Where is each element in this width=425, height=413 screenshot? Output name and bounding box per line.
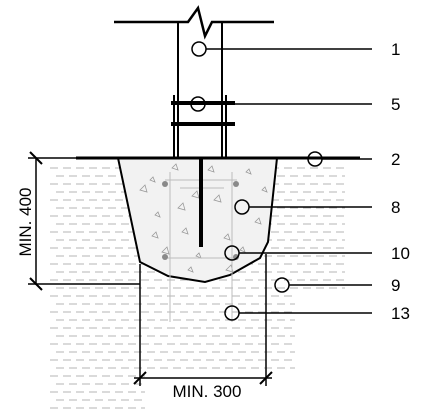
depth-dimension-label: MIN. 400 (16, 188, 35, 257)
callout-1: 1 (191, 40, 400, 59)
aggregate-mark (171, 163, 179, 171)
callout-label: 2 (391, 150, 400, 169)
concrete-aggregate (139, 163, 268, 273)
callout-2: 2 (307, 150, 400, 169)
aggregate-mark (195, 252, 202, 259)
callout-5: 5 (190, 95, 400, 114)
aggregate-mark (154, 211, 161, 218)
rebar-dot (233, 254, 239, 260)
aggregate-mark (207, 165, 215, 173)
rebar-dot (162, 181, 168, 187)
width-dimension-label: MIN. 300 (173, 382, 242, 401)
aggregate-mark (151, 231, 159, 239)
callout-8: 8 (234, 198, 400, 217)
callout-label: 1 (391, 40, 400, 59)
aggregate-mark (261, 186, 268, 193)
aggregate-mark (177, 202, 186, 211)
callout-label: 13 (391, 304, 410, 323)
aggregate-mark (149, 176, 156, 183)
rebar-dot (162, 254, 168, 260)
post-break-line (114, 5, 274, 40)
callout-label: 8 (391, 198, 400, 217)
depth-dimension (28, 151, 140, 291)
callout-13: 13 (224, 304, 410, 323)
aggregate-mark (254, 217, 262, 225)
callout-10: 10 (224, 244, 410, 263)
aggregate-mark (181, 227, 189, 235)
aggregate-mark (139, 184, 148, 193)
aggregate-mark (191, 190, 200, 199)
concrete-footing (116, 157, 279, 284)
callout-label: 9 (391, 276, 400, 295)
callout-9: 9 (274, 276, 400, 295)
aggregate-mark (213, 194, 222, 203)
aggregate-mark (239, 246, 246, 253)
aggregate-mark (187, 266, 194, 273)
callout-label: 10 (391, 244, 410, 263)
callout-label: 5 (391, 95, 400, 114)
aggregate-mark (245, 168, 252, 175)
aggregate-mark (223, 233, 231, 241)
aggregate-mark (161, 246, 170, 255)
rebar-dot (233, 181, 239, 187)
width-dimension (133, 254, 273, 386)
